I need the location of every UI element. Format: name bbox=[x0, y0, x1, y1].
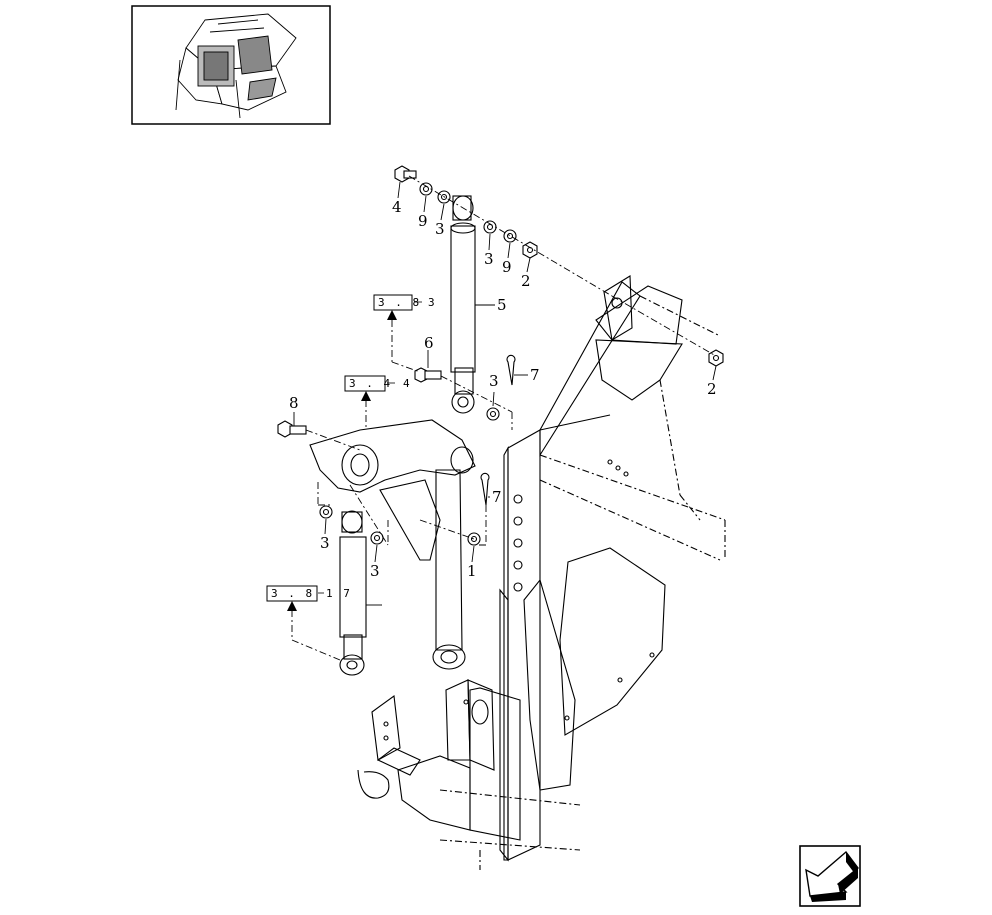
callout-7: 7 bbox=[530, 366, 540, 384]
callout-7: 7 bbox=[492, 488, 502, 506]
callout-9: 9 bbox=[418, 212, 428, 230]
callout-2: 2 bbox=[707, 380, 717, 398]
reference-3-8-17[interactable]: 3 . 8 1 7 bbox=[266, 585, 352, 602]
arrow-down-left-icon bbox=[805, 850, 859, 902]
callout-3: 3 bbox=[489, 372, 499, 390]
reference-suffix: 3 bbox=[428, 296, 437, 309]
callout-8: 8 bbox=[289, 394, 299, 412]
hardware bbox=[277, 165, 724, 546]
assembly-lines bbox=[291, 175, 717, 661]
previous-page-button[interactable] bbox=[799, 845, 861, 907]
callout-3: 3 bbox=[370, 562, 380, 580]
reference-box-label: 3 . 4 bbox=[349, 377, 392, 390]
reference-arrows bbox=[287, 310, 397, 611]
callout-5: 5 bbox=[497, 296, 507, 314]
reference-suffix: 4 bbox=[403, 377, 412, 390]
reference-3-8-3[interactable]: 3 . 8 3 bbox=[373, 294, 437, 311]
callout-3: 1 bbox=[467, 562, 477, 580]
reference-suffix: 1 7 bbox=[326, 587, 352, 600]
main-frame bbox=[439, 275, 726, 870]
upper-shock-absorber bbox=[450, 195, 476, 414]
reference-3-4-4[interactable]: 3 . 4 4 bbox=[344, 375, 412, 392]
machine-thumbnail bbox=[131, 5, 331, 125]
callout-4: 4 bbox=[392, 198, 402, 216]
callout-3: 3 bbox=[484, 250, 494, 268]
callout-6: 6 bbox=[424, 334, 434, 352]
callout-9: 9 bbox=[502, 258, 512, 276]
callouts: 4 9 3 3 9 2 5 2 6 3 7 8 7 3 3 1 bbox=[289, 198, 717, 580]
reference-box-label: 3 . 8 bbox=[378, 296, 421, 309]
rocker-arm bbox=[309, 419, 476, 670]
leader-lines bbox=[293, 181, 717, 606]
callout-3: 3 bbox=[320, 534, 330, 552]
lower-shock-absorber bbox=[339, 510, 367, 676]
lower-frame bbox=[357, 679, 495, 831]
reference-box-label: 3 . 8 bbox=[271, 587, 314, 600]
callout-3: 3 bbox=[435, 220, 445, 238]
callout-2: 2 bbox=[521, 272, 531, 290]
